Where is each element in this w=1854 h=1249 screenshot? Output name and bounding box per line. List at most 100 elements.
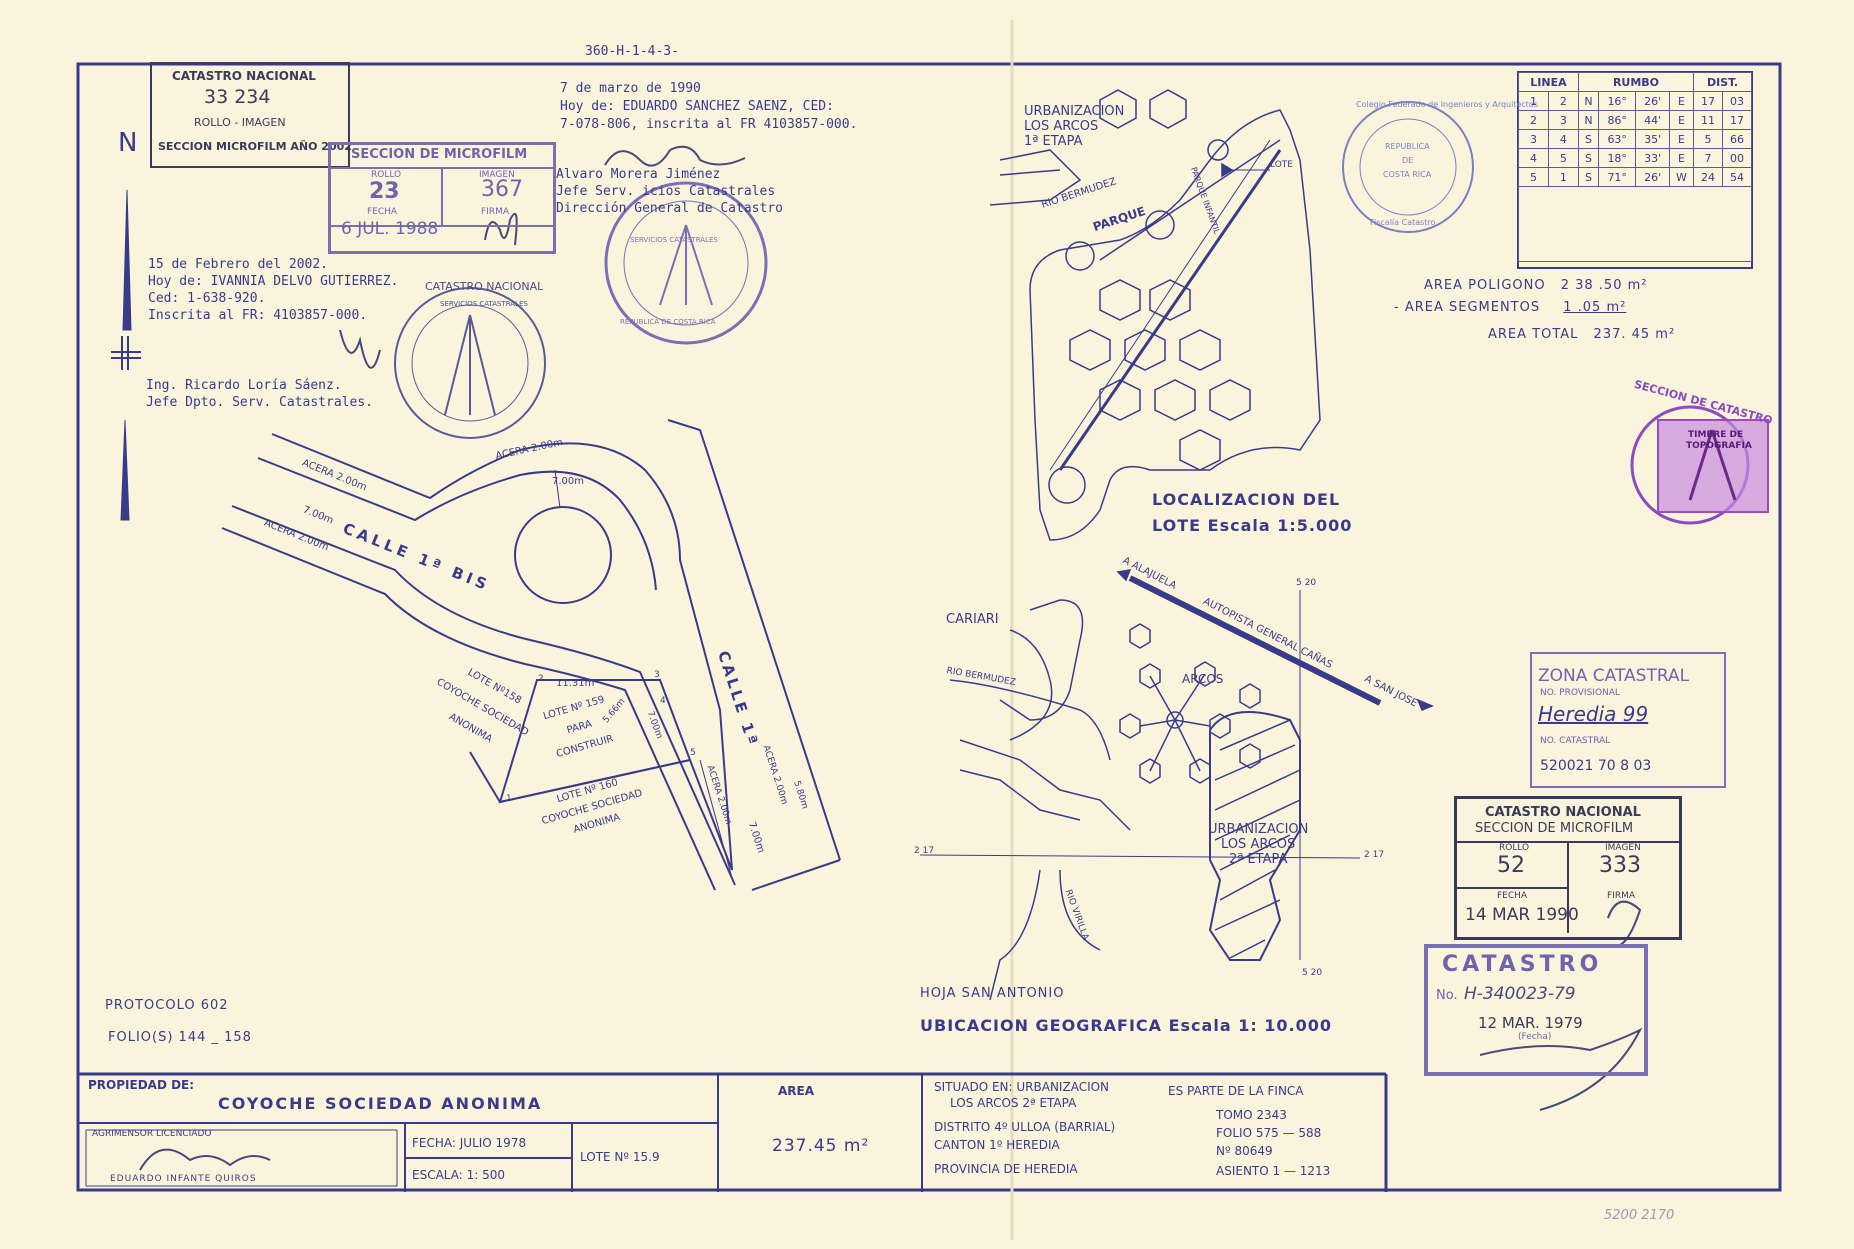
table-cell: 35': [1635, 129, 1670, 149]
seal-3-inner2: DE: [1402, 156, 1414, 165]
seal-3-bottom: Fiscalía Catastro: [1370, 218, 1436, 227]
cariari-label: CARIARI: [946, 612, 999, 627]
table-cell: E: [1668, 91, 1695, 111]
rollo-value: 23: [369, 179, 400, 204]
note-2002-line: Hoy de: IVANNIA DELVO GUTIERREZ.: [148, 274, 399, 289]
distrito: DISTRITO 4º ULLOA (BARRIAL): [934, 1120, 1116, 1134]
area-total: AREA TOTAL 237. 45 m²: [1488, 327, 1675, 342]
propiedad-label: PROPIEDAD DE:: [88, 1078, 195, 1092]
folios: FOLIO(S) 144 _ 158: [108, 1030, 252, 1045]
imagen-label: IMAGEN: [1605, 843, 1641, 853]
vertex-4: 4: [660, 696, 666, 706]
table-cell: 16°: [1598, 91, 1637, 111]
table-cell: E: [1668, 129, 1695, 149]
col-rumbo: RUMBO: [1577, 72, 1695, 92]
firma-label: FIRMA: [481, 207, 510, 217]
fecha: FECHA: JULIO 1978: [412, 1136, 527, 1150]
official-line: Jefe Dpto. Serv. Catastrales.: [146, 395, 373, 410]
seal-2-bottom: REPUBLICA DE COSTA RICA: [620, 318, 716, 326]
dim-top: 11.31m: [556, 678, 595, 689]
table-cell: 26': [1635, 167, 1670, 187]
urbanizacion-1-label: URBANIZACION LOS ARCOS 1ª ETAPA: [1024, 104, 1124, 149]
table-cell: 24: [1693, 167, 1723, 187]
table-cell: 00: [1722, 148, 1752, 168]
seal-3-inner1: REPUBLICA: [1385, 142, 1430, 151]
table-cell: 33': [1635, 148, 1670, 168]
table-cell: 26': [1635, 91, 1670, 111]
official-line: Alvaro Morera Jiménez: [556, 167, 721, 182]
calle-bis-top-edge: [271, 433, 733, 871]
imagen-value: 367: [481, 177, 523, 202]
imagen-value: 333: [1599, 853, 1641, 878]
table-cell: 2: [1547, 91, 1579, 111]
seal-circles: [394, 101, 1769, 525]
label-line: 2ª ETAPA: [1228, 852, 1288, 867]
vertex-3: 3: [654, 670, 660, 680]
numero: Nº 80649: [1216, 1144, 1273, 1158]
table-cell: 3: [1547, 110, 1579, 130]
note-2002-line: Ced: 1-638-920.: [148, 291, 266, 306]
area-label: AREA: [778, 1084, 815, 1098]
area-segmentos-value: 1 .05 m²: [1563, 300, 1627, 315]
seal-3-ring: Colegio Federado de Ingenieros y Arquite…: [1356, 100, 1538, 109]
table-cell: 3: [1518, 129, 1549, 149]
location-title: UBICACION GEOGRAFICA Escala 1: 10.000: [920, 1016, 1333, 1035]
area-segmentos: - AREA SEGMENTOS 1 .05 m²: [1394, 300, 1626, 315]
fecha-label: (Fecha): [1518, 1032, 1552, 1042]
north-label: N: [118, 128, 138, 158]
stamp-microfilm-2002: CATASTRO NACIONAL 33 234 ROLLO - IMAGEN …: [150, 62, 352, 168]
note-1990-line: 7-078-806, inscrita al FR 4103857-000.: [560, 117, 858, 132]
finca-label: ES PARTE DE LA FINCA: [1168, 1084, 1304, 1098]
vertex-5: 5: [690, 748, 696, 758]
table-cell: 17: [1693, 91, 1723, 111]
label-line: 1ª ETAPA: [1024, 134, 1083, 149]
col-dist: DIST.: [1693, 72, 1752, 92]
agrimensor-label: AGRIMENSOR LICENCIADO: [92, 1129, 212, 1139]
table-cell: 5: [1693, 129, 1723, 149]
lote-number: LOTE Nº 15.9: [580, 1150, 660, 1164]
table-cell: 11: [1693, 110, 1723, 130]
title-block-lines: [78, 1072, 1388, 1192]
stamp-title: CATASTRO: [1442, 952, 1603, 977]
table-cell: 71°: [1598, 167, 1637, 187]
prov-value: Heredia 99: [1538, 702, 1649, 726]
stamp-microfilm-1990: CATASTRO NACIONAL SECCION DE MICROFILM R…: [1454, 796, 1682, 940]
stamp-footer: SECCION MICROFILM AÑO 2002: [158, 140, 352, 153]
canton: CANTON 1º HEREDIA: [934, 1138, 1060, 1152]
provincia: PROVINCIA DE HEREDIA: [934, 1162, 1078, 1176]
grid-label: 5 20: [1296, 578, 1317, 588]
table-cell: 4: [1547, 129, 1579, 149]
official-line: Ing. Ricardo Loría Sáenz.: [146, 378, 342, 393]
agrimensor-name: EDUARDO INFANTE QUIROS: [110, 1174, 257, 1184]
area-total-value: 237. 45 m²: [1593, 327, 1676, 342]
stamp-subtitle: SECCION DE MICROFILM: [1475, 821, 1634, 836]
official-line: Dirección General de Catastro: [556, 201, 783, 216]
north-arrow-icon: [111, 189, 141, 521]
table-cell: S: [1577, 167, 1600, 187]
seal-3-inner3: COSTA RICA: [1383, 170, 1432, 179]
rollo-value: 52: [1497, 853, 1525, 878]
propiedad-value: COYOCHE SOCIEDAD ANONIMA: [218, 1094, 543, 1113]
vertex-2: 2: [538, 674, 544, 684]
label-line: URBANIZACION: [1208, 822, 1309, 837]
table-cell: 5: [1547, 148, 1579, 168]
grid-label: 2 17: [1364, 850, 1385, 860]
stamp-subtitle: ROLLO - IMAGEN: [194, 116, 286, 129]
roundabout: [514, 506, 612, 604]
table-cell: 54: [1722, 167, 1752, 187]
seal-2-top: SERVICIOS CATASTRALES: [630, 236, 718, 244]
reference-number: 360-H-1-4-3-: [585, 44, 679, 59]
seal-4-inner2: TOPOGRAFIA: [1686, 441, 1752, 451]
table-cell: E: [1668, 110, 1695, 130]
note-1990-line: 7 de marzo de 1990: [560, 81, 701, 96]
table-cell: W: [1668, 167, 1695, 187]
firma-label: FIRMA: [1607, 891, 1636, 901]
stamp-title: SECCION DE MICROFILM: [351, 147, 528, 162]
grid-label: 2 17: [914, 846, 935, 856]
localization-title: LOCALIZACION DEL: [1152, 490, 1341, 509]
note-2002: 15 de Febrero del 2002. Hoy de: IVANNIA …: [148, 256, 398, 324]
